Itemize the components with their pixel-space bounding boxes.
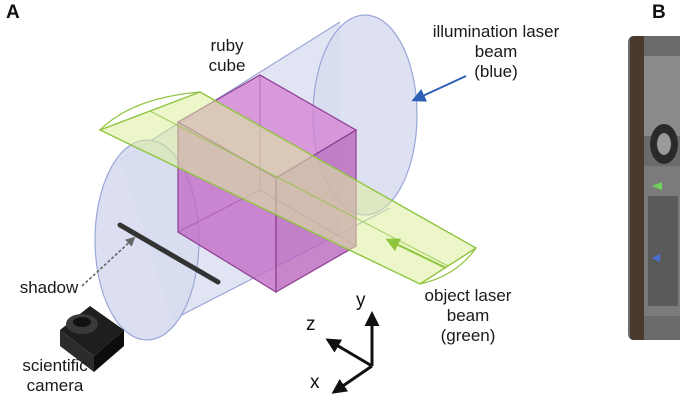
- object-label-line3: (green): [440, 326, 496, 345]
- beam-end-left: [99, 91, 201, 131]
- ruby-cube-label-line2: cube: [208, 56, 246, 75]
- illumination-pointer-arrow: [411, 75, 467, 102]
- ruby-cube-label-line1: ruby: [210, 36, 244, 55]
- coordinate-axes: [325, 311, 380, 394]
- ruby-cube-label: ruby cube: [196, 36, 258, 76]
- x-axis-arrow: [331, 364, 373, 394]
- shadow-label: shadow: [19, 278, 79, 297]
- camera-label-line1: scientific: [22, 356, 88, 375]
- panel-label-a: A: [6, 2, 20, 23]
- panel-label-b: B: [652, 2, 666, 23]
- shadow-pointer-arrow: [81, 236, 136, 287]
- beam-end-right: [419, 247, 477, 285]
- camera-label: scientific camera: [8, 356, 102, 396]
- photo-panel: [628, 36, 680, 340]
- object-label-line1: object laser: [424, 286, 512, 305]
- camera-label-line2: camera: [26, 376, 84, 395]
- illumination-label-line3: (blue): [474, 62, 518, 81]
- shadow-bar: [117, 222, 221, 285]
- object-pointer-arrow: [385, 238, 447, 269]
- object-label-line2: beam: [446, 306, 490, 325]
- object-laser-beam: [98, 91, 478, 285]
- illumination-label-line2: beam: [474, 42, 518, 61]
- axis-label-z: z: [306, 314, 316, 335]
- illumination-label-line1: illumination laser: [432, 22, 560, 41]
- camera-icon: [60, 306, 124, 372]
- object-beam-label: object laser beam (green): [406, 286, 530, 346]
- axis-label-y: y: [356, 290, 366, 311]
- axis-label-x: x: [310, 372, 320, 393]
- z-axis-arrow: [325, 338, 373, 368]
- illumination-beam-label: illumination laser beam (blue): [408, 22, 584, 82]
